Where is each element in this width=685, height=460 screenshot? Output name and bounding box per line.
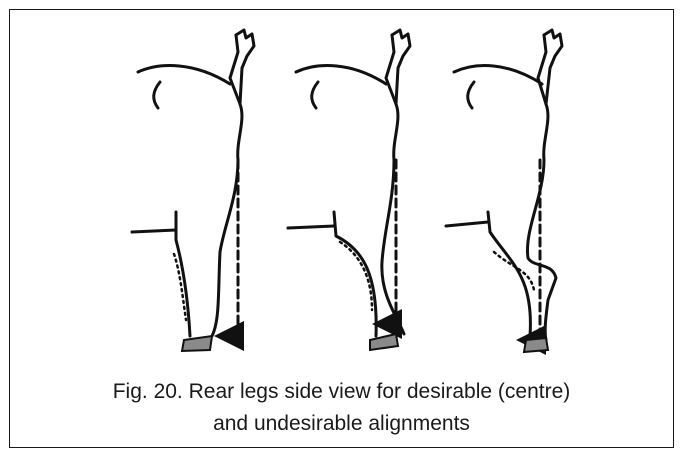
leg-rear-outline (527, 104, 556, 340)
tail (230, 35, 240, 104)
tail-tuft (236, 30, 254, 104)
belly-line (132, 230, 176, 232)
rear-leg-centre (288, 30, 410, 336)
figure-caption-line-2: and undesirable alignments (9, 409, 674, 439)
back-line (296, 66, 386, 84)
back-line (138, 66, 230, 84)
figure-caption-line-1: Fig. 20. Rear legs side view for desirab… (9, 377, 674, 407)
back-line (454, 66, 542, 84)
belly-line (288, 226, 334, 228)
tail (538, 35, 546, 104)
rear-leg-right (446, 30, 562, 340)
tail-tuft (392, 30, 410, 104)
rear-leg-left (132, 30, 254, 336)
belly-line (446, 222, 488, 226)
tail (386, 35, 396, 104)
hoof-right (524, 338, 548, 352)
leg-rear-outline (382, 104, 404, 334)
rump-curve (468, 82, 474, 108)
rump-curve (312, 82, 318, 108)
tail-tuft (544, 30, 562, 104)
rump-curve (154, 82, 160, 108)
hoof-left (182, 336, 212, 351)
hoof-centre (370, 334, 398, 350)
leg-front-outline (334, 212, 376, 336)
